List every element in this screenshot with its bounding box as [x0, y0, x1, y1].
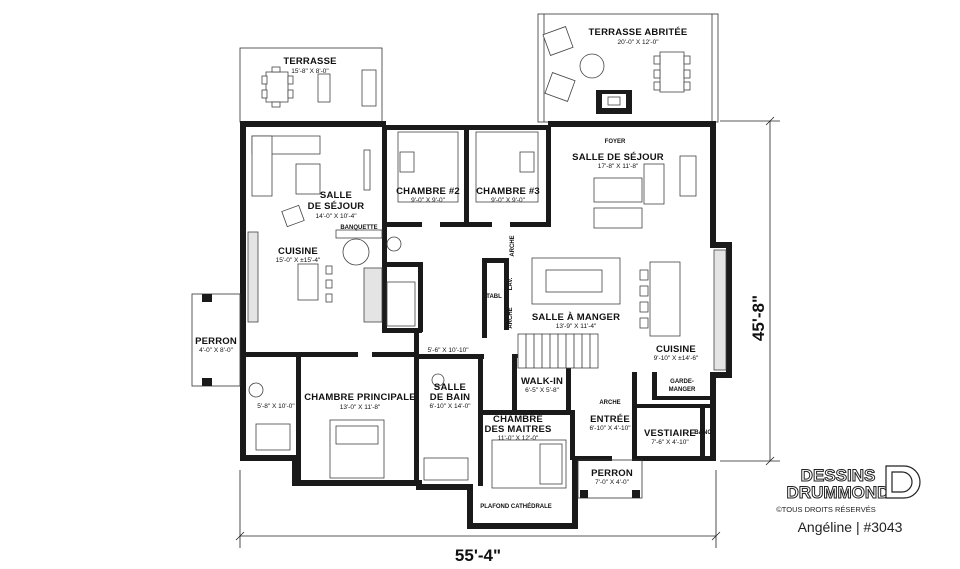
label-salle-bain-1: SALLE	[434, 382, 466, 393]
label-salle-sejour-1a: SALLE	[320, 190, 352, 201]
dim-terrasse-abritee: 20'-0" X 12'-0"	[617, 39, 659, 46]
dim-chambre3: 9'-0" X 9'-0"	[491, 197, 526, 204]
dim-cuisine-1: 15'-0" X ±15'-4"	[276, 257, 321, 264]
label-cuisine-1: CUISINE	[278, 246, 318, 257]
interior-walls	[246, 125, 712, 486]
brand-line1: DESSINS	[801, 466, 876, 485]
label-salle-bain-2: DE BAIN	[430, 392, 470, 403]
label-lav: LAV.	[508, 277, 514, 290]
label-arche-v1: ARCHE	[510, 235, 516, 256]
room-labels: TERRASSE 15'-8" X 8'-0" TERRASSE ABRITÉE…	[195, 27, 712, 510]
dim-perron-1: 4'-0" X 8'-0"	[199, 347, 234, 354]
dim-chambre-principale: 13'-0" X 11'-8"	[340, 404, 381, 411]
label-arche-h: ARCHE	[599, 400, 620, 406]
label-plafond: PLAFOND CATHÉDRALE	[480, 502, 552, 510]
dim-vestiaire: 7'-6" X 4'-10"	[651, 439, 689, 446]
label-tabl: TABL	[486, 294, 502, 300]
dim-chambre-maitres: 11'-0" X 12'-0"	[498, 435, 539, 442]
terrace-left	[239, 47, 383, 123]
terrace-covered	[537, 13, 719, 123]
dim-terrasse: 15'-8" X 8'-0"	[291, 68, 329, 75]
dim-depth: 45'-8"	[749, 295, 768, 341]
label-banquette: BANQUETTE	[340, 225, 377, 231]
brand-line2: DRUMMOND	[787, 483, 890, 502]
dim-width: 55'-4"	[455, 546, 501, 565]
label-terrasse-abritee: TERRASSE ABRITÉE	[589, 27, 688, 38]
label-banc: BANC	[694, 430, 712, 436]
dim-walkin: 6'-5" X 5'-8"	[525, 387, 560, 394]
label-garde-manger-1: GARDE-	[670, 379, 694, 385]
dim-chambre2: 9'-0" X 9'-0"	[411, 197, 446, 204]
dim-perron-2: 7'-0" X 4'-0"	[595, 479, 630, 486]
dim-entree: 6'-10" X 4'-10"	[589, 425, 631, 432]
label-salle-sejour-2: SALLE DE SÉJOUR	[572, 152, 664, 163]
label-chambre-principale: CHAMBRE PRINCIPALE	[304, 392, 416, 403]
porch-right	[577, 459, 643, 499]
label-walkin: WALK-IN	[521, 376, 563, 387]
dim-cuisine-2: 9'-10" X ±14'-6"	[654, 355, 699, 362]
label-entree: ENTRÉE	[590, 414, 630, 425]
brand-rights: ©TOUS DROITS RÉSERVÉS	[776, 505, 875, 514]
label-chambre-maitres-2: DES MAITRES	[484, 424, 551, 435]
brand-model: Angéline | #3043	[798, 519, 903, 535]
dim-salle-bain: 6'-10" X 14'-0"	[429, 403, 471, 410]
brand-logo: DESSINS DRUMMOND ©TOUS DROITS RÉSERVÉS A…	[776, 465, 921, 535]
porch-left	[191, 293, 241, 387]
label-chambre-maitres-1: CHAMBRE	[493, 414, 543, 425]
dim-ensuite: 5'-8" X 10'-0"	[257, 403, 295, 410]
label-vestiaire: VESTIAIRE	[644, 428, 696, 439]
dim-salle-manger: 13'-9" X 11'-4"	[556, 323, 597, 330]
label-foyer: FOYER	[605, 139, 626, 145]
label-chambre2: CHAMBRE #2	[396, 186, 460, 197]
brand-d-icon	[885, 465, 921, 499]
label-cuisine-2: CUISINE	[656, 344, 696, 355]
dim-sdb: 5'-6" X 10'-10"	[427, 347, 469, 354]
label-salle-manger: SALLE À MANGER	[532, 312, 620, 323]
label-perron-2: PERRON	[591, 468, 633, 479]
furniture	[247, 131, 727, 489]
dim-salle-sejour-2: 17'-8" X 11'-8"	[598, 163, 639, 170]
dimension-lines	[235, 116, 780, 548]
label-terrasse: TERRASSE	[283, 56, 336, 67]
label-salle-sejour-1b: DE SÉJOUR	[308, 201, 365, 212]
label-chambre3: CHAMBRE #3	[476, 186, 540, 197]
label-arche-v2: ARCHE	[508, 307, 514, 328]
dim-salle-sejour-1: 14'-0" X 10'-4"	[315, 213, 357, 220]
label-garde-manger-2: MANGER	[669, 387, 696, 393]
label-perron-1: PERRON	[195, 336, 237, 347]
